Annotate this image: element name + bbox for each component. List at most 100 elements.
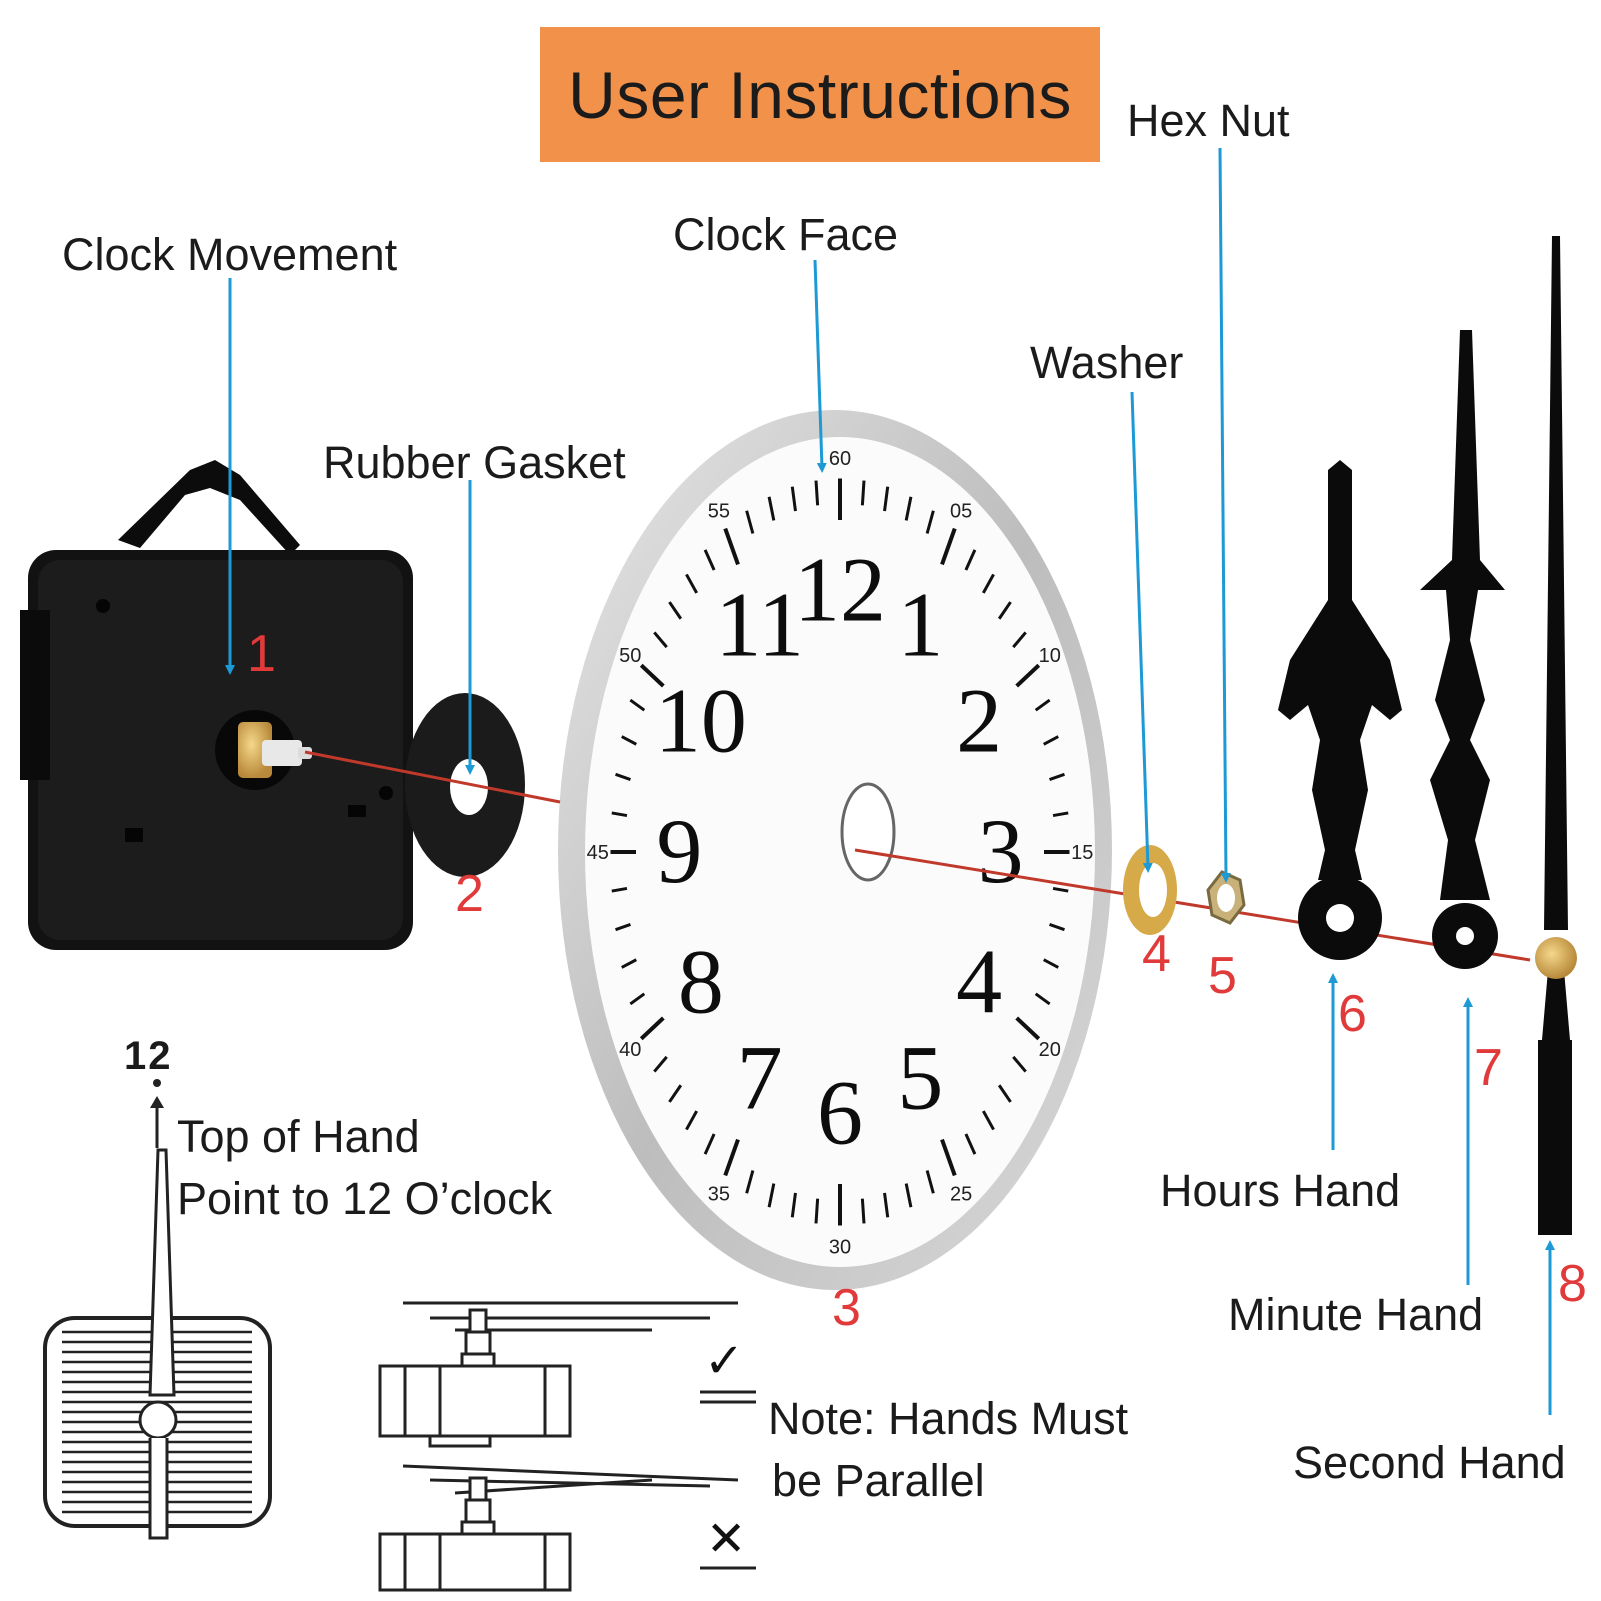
- dial-minute-label: 20: [1039, 1039, 1061, 1061]
- washer: [1123, 845, 1177, 935]
- dial-minute-label: 60: [829, 448, 851, 470]
- dial-tick: [1015, 663, 1041, 688]
- rubber-gasket: [405, 693, 525, 877]
- dial-tick: [1052, 811, 1069, 818]
- dial-hour-numeral: 7: [737, 1026, 783, 1128]
- dial-tick: [703, 1133, 716, 1155]
- label-second-hand: Second Hand: [1293, 1437, 1566, 1488]
- label-rubber-gasket: Rubber Gasket: [323, 437, 626, 488]
- dial-tick: [615, 923, 631, 932]
- dial-tick: [639, 1016, 665, 1041]
- dial-tick: [1034, 992, 1051, 1006]
- number-5: 5: [1208, 947, 1237, 1005]
- dial-tick: [982, 573, 995, 594]
- number-1: 1: [247, 625, 276, 683]
- second-hand: [1535, 236, 1577, 1235]
- dial-tick: [621, 735, 637, 746]
- dial-minute-label: 30: [829, 1236, 851, 1258]
- dial-tick: [629, 698, 646, 712]
- dial-minute-label: 05: [950, 501, 972, 523]
- dial-tick: [883, 486, 890, 512]
- wrong-cross-icon: ✕: [706, 1513, 747, 1566]
- dial-tick: [1012, 631, 1027, 649]
- dial-hour-numeral: 9: [656, 800, 702, 902]
- dial-tick: [611, 811, 628, 818]
- twelve-marker: 12: [124, 1034, 173, 1078]
- note-line1: Note: Hands Must: [768, 1393, 1129, 1444]
- dial-tick: [767, 1183, 776, 1208]
- dial-tick: [685, 573, 698, 594]
- dial-hour-numeral: 5: [897, 1026, 943, 1128]
- dial-tick: [1052, 886, 1069, 893]
- dial-hour-numeral: 1: [897, 574, 943, 676]
- label-washer: Washer: [1030, 337, 1184, 388]
- top-of-hand-line2: Point to 12 O’clock: [177, 1173, 553, 1224]
- dial-tick: [940, 527, 957, 566]
- dial-minute-label: 35: [708, 1183, 730, 1205]
- number-6: 6: [1338, 985, 1367, 1043]
- number-4: 4: [1142, 925, 1171, 983]
- number-7: 7: [1474, 1039, 1503, 1097]
- dial-tick: [925, 510, 935, 534]
- top-of-hand-illustration: [43, 1079, 272, 1540]
- number-2: 2: [455, 865, 484, 923]
- dial-tick: [621, 958, 637, 969]
- dial-tick: [814, 480, 820, 506]
- dial-tick: [639, 663, 665, 688]
- dial-hour-numeral: 11: [715, 574, 804, 676]
- dial-tick: [745, 1170, 755, 1194]
- dial-tick: [767, 496, 776, 521]
- dial-minute-label: 45: [587, 842, 609, 864]
- correct-underline: [700, 1390, 756, 1404]
- dial-tick: [883, 1192, 890, 1218]
- number-3: 3: [832, 1279, 861, 1337]
- dial-tick: [1049, 772, 1065, 781]
- dial-hour-numeral: 10: [655, 669, 747, 771]
- dial-tick: [1015, 1016, 1041, 1041]
- dial-tick: [964, 1133, 977, 1155]
- dial-hour-numeral: 6: [817, 1061, 863, 1163]
- dial-minute-label: 55: [708, 501, 730, 523]
- dial-hour-numeral: 12: [794, 539, 886, 641]
- number-8: 8: [1558, 1255, 1587, 1313]
- dial-tick: [940, 1138, 957, 1177]
- dial-tick: [615, 772, 631, 781]
- dial-minute-label: 15: [1071, 842, 1093, 864]
- note-line2: be Parallel: [772, 1455, 985, 1506]
- dial-tick: [1034, 698, 1051, 712]
- dial-hour-numeral: 3: [978, 800, 1024, 902]
- hex-nut: [1206, 870, 1246, 925]
- clock-movement: [20, 460, 413, 950]
- dial-tick: [925, 1170, 935, 1194]
- top-of-hand-line1: Top of Hand: [177, 1111, 420, 1162]
- dial-hour-numeral: 2: [956, 669, 1002, 771]
- dial-minute-label: 10: [1039, 645, 1061, 667]
- dial-tick: [703, 549, 716, 571]
- title-banner: User Instructions: [540, 27, 1100, 162]
- dial-tick: [668, 1084, 683, 1103]
- dial-tick: [790, 486, 797, 512]
- dial-tick: [745, 510, 755, 534]
- dial-tick: [629, 992, 646, 1006]
- assembly-axis-right: [854, 848, 1531, 962]
- dial-tick: [1049, 923, 1065, 932]
- dial-tick: [723, 527, 740, 566]
- label-clock-face: Clock Face: [673, 209, 899, 260]
- dial-tick: [964, 549, 977, 571]
- dial-minute-label: 25: [950, 1183, 972, 1205]
- dial-hour-numeral: 8: [678, 931, 724, 1033]
- dial-tick: [982, 1110, 995, 1131]
- dial-tick: [997, 601, 1012, 620]
- dial-tick: [1043, 958, 1059, 969]
- label-clock-movement: Clock Movement: [62, 229, 398, 280]
- label-arrows: [225, 147, 1555, 1415]
- dial-minute-label: 40: [619, 1039, 641, 1061]
- dial-tick: [685, 1110, 698, 1131]
- dial-tick: [723, 1138, 740, 1177]
- dial-tick: [860, 480, 866, 506]
- dial-minute-label: 50: [619, 645, 641, 667]
- dial-hour-numeral: 4: [956, 931, 1002, 1033]
